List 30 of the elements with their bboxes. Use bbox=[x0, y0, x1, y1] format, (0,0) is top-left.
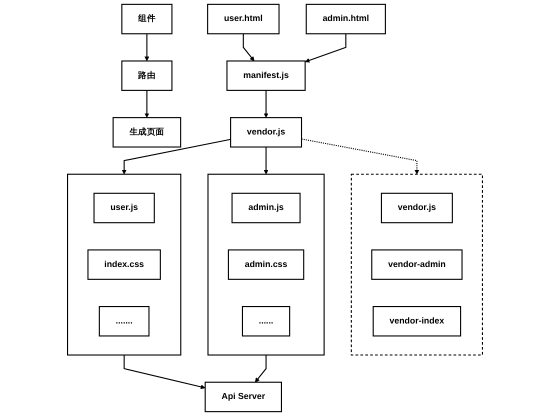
node-box: Api Server bbox=[204, 382, 282, 412]
node-box: vendor-index bbox=[372, 306, 462, 336]
node-box: admin.html bbox=[306, 4, 386, 34]
arrow bbox=[304, 34, 346, 63]
node-box: 路由 bbox=[121, 60, 172, 91]
cluster bbox=[207, 174, 325, 356]
arrow bbox=[242, 34, 254, 62]
arrow bbox=[124, 355, 206, 390]
arrow bbox=[264, 90, 268, 118]
node-box: 生成页面 bbox=[112, 117, 182, 148]
arrow bbox=[144, 90, 150, 118]
arrow bbox=[122, 138, 231, 174]
node-box: ...... bbox=[242, 306, 290, 336]
node-box: admin.js bbox=[232, 192, 301, 224]
node-box: user.js bbox=[93, 192, 155, 224]
node-box: vendor.js bbox=[230, 117, 302, 148]
node-box: vendor-admin bbox=[371, 249, 463, 280]
node-box: 组件 bbox=[121, 4, 172, 34]
arrow bbox=[254, 355, 267, 382]
arrow bbox=[301, 138, 420, 174]
node-box: ....... bbox=[98, 306, 150, 336]
node-box: vendor.js bbox=[380, 192, 453, 224]
node-box: manifest.js bbox=[226, 60, 306, 91]
arrow bbox=[264, 147, 268, 174]
node-box: index.css bbox=[87, 249, 161, 280]
cluster bbox=[67, 174, 182, 356]
arrow bbox=[144, 34, 150, 62]
cluster bbox=[350, 174, 483, 356]
node-box: user.html bbox=[207, 4, 280, 34]
node-box: admin.css bbox=[228, 249, 304, 280]
